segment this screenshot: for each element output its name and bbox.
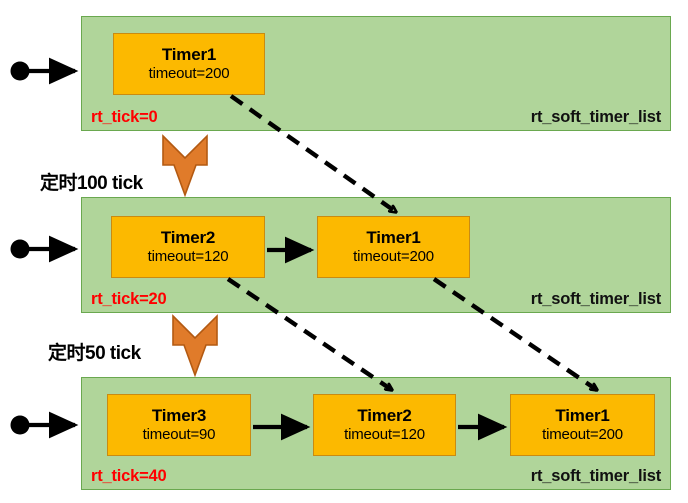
timer-box-row1-0[interactable]: Timer1 timeout=200 bbox=[113, 33, 265, 95]
timer-name-row3-0: Timer3 bbox=[151, 405, 207, 425]
timer-name-row2-1: Timer1 bbox=[366, 227, 421, 247]
timer-name-row2-0: Timer2 bbox=[160, 227, 216, 247]
list-head-bullet-row3 bbox=[10, 415, 30, 435]
rt-tick-label-row1: rt_tick=0 bbox=[91, 108, 158, 126]
list-name-label-row3: rt_soft_timer_list bbox=[530, 467, 661, 485]
timer-name-row3-2: Timer1 bbox=[555, 405, 610, 425]
timer-name-row3-1: Timer2 bbox=[357, 405, 412, 425]
timer-timeout-row2-0: timeout=120 bbox=[147, 248, 229, 266]
step-label-1: 定时50 tick bbox=[48, 343, 141, 364]
timer-timeout-row3-0: timeout=90 bbox=[142, 426, 216, 444]
timer-timeout-row3-2: timeout=200 bbox=[542, 426, 623, 444]
list-name-label-row2: rt_soft_timer_list bbox=[530, 290, 661, 308]
rt-tick-label-row3: rt_tick=40 bbox=[91, 467, 167, 485]
timer-timeout-row2-1: timeout=200 bbox=[353, 248, 434, 266]
list-head-row3 bbox=[10, 411, 79, 439]
timer-box-row2-1[interactable]: Timer1 timeout=200 bbox=[317, 216, 470, 278]
list-head-row2 bbox=[10, 235, 79, 263]
step-label-0: 定时100 tick bbox=[40, 173, 143, 194]
timer-box-row3-2[interactable]: Timer1 timeout=200 bbox=[510, 394, 655, 456]
timer-name-row1-0: Timer1 bbox=[161, 44, 217, 64]
timer-box-row3-0[interactable]: Timer3 timeout=90 bbox=[107, 394, 251, 456]
timer-timeout-row3-1: timeout=120 bbox=[344, 426, 425, 444]
step-down-arrow-0 bbox=[162, 134, 208, 198]
list-head-bullet-row2 bbox=[10, 239, 30, 259]
list-head-bullet-row1 bbox=[10, 61, 30, 81]
timer-box-row3-1[interactable]: Timer2 timeout=120 bbox=[313, 394, 456, 456]
rt-tick-label-row2: rt_tick=20 bbox=[91, 290, 167, 308]
timer-timeout-row1-0: timeout=200 bbox=[148, 65, 230, 83]
timer-box-row2-0[interactable]: Timer2 timeout=120 bbox=[111, 216, 265, 278]
list-name-label-row1: rt_soft_timer_list bbox=[530, 108, 661, 126]
step-down-arrow-1 bbox=[172, 314, 218, 378]
list-head-row1 bbox=[10, 57, 79, 85]
